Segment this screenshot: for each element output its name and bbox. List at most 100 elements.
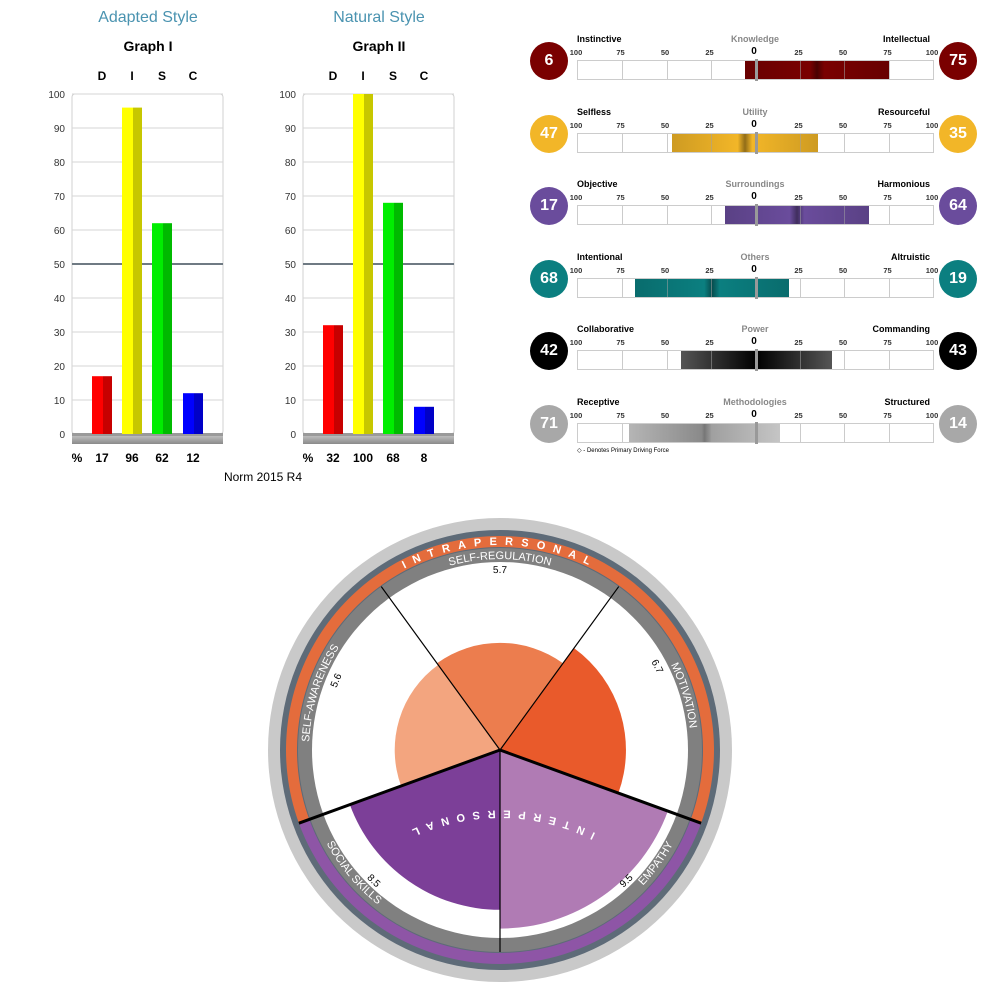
scale-tick-label: 25 (794, 48, 803, 57)
right-label: Altruistic (890, 251, 930, 262)
y-tick-label: 100 (48, 90, 65, 101)
right-label: Structured (884, 397, 930, 407)
scale-tick-label: 25 (705, 48, 714, 57)
scale-tick-label: 75 (616, 338, 625, 348)
bar-side (394, 202, 403, 434)
scale-tick-label: 100 (569, 193, 583, 203)
scale-tick-label: 75 (883, 338, 892, 348)
scale-tick-label: 0 (751, 409, 757, 420)
category-label: C (420, 69, 429, 83)
bar-c (183, 393, 194, 434)
bar-gridline (666, 133, 668, 152)
scale-tick-label: 50 (660, 48, 670, 57)
center-label: Knowledge (730, 34, 780, 44)
segment-divider (380, 586, 501, 751)
bar-s (383, 202, 394, 434)
right-score: 35 (949, 124, 967, 142)
scale-tick-label: 100 (925, 193, 939, 203)
segment-self-awareness (394, 664, 500, 787)
chart-base (303, 434, 454, 444)
scale-tick-label: 75 (883, 48, 892, 57)
y-tick-label: 40 (285, 294, 297, 305)
scale-tick-label: 100 (925, 265, 939, 275)
score-bar (577, 59, 934, 81)
y-tick-label: 40 (54, 294, 66, 305)
segment-divider (499, 586, 620, 751)
scale-tick-label: 0 (751, 336, 757, 348)
category-label: S (389, 69, 397, 83)
y-tick-label: 10 (285, 396, 297, 407)
scale-tick-label: 100 (569, 120, 583, 130)
zero-line (754, 276, 758, 299)
bar-gridline (622, 61, 624, 79)
norm-label: Norm 2015 R4 (224, 470, 302, 484)
y-tick-label: 70 (285, 192, 297, 203)
category-label: S (158, 69, 166, 83)
driver-row-methodologies: ◆71 14 Receptive Methodologies Structure… (525, 391, 985, 449)
scale-tick-label: 50 (660, 411, 670, 420)
right-label: Resourceful (877, 106, 930, 117)
category-label: D (98, 69, 107, 83)
zero-line (754, 349, 758, 372)
bar-gridline (711, 206, 713, 225)
right-label: Harmonious (877, 179, 930, 190)
score-fill (725, 206, 870, 225)
scale-tick-label: 100 (569, 338, 583, 348)
scale-tick-label: 50 (660, 120, 670, 130)
category-label: C (189, 69, 198, 83)
bar-side (425, 406, 434, 434)
left-score-circle: 6 (530, 42, 568, 80)
bar-gridline (711, 61, 713, 79)
center-label: Others (740, 251, 770, 262)
y-tick-label: 90 (54, 124, 66, 135)
scale-tick-label: 25 (705, 120, 714, 130)
y-tick-label: 80 (285, 158, 297, 169)
bar-gridline (711, 424, 713, 442)
percent-label: % (303, 451, 314, 465)
segment-self-regulation (437, 642, 563, 750)
y-tick-label: 60 (54, 226, 66, 237)
scale-tick-label: 100 (925, 48, 939, 57)
scale-tick-label: 25 (705, 411, 714, 420)
bar-gridline (888, 133, 890, 152)
left-score: 68 (540, 269, 558, 287)
style-title: Adapted Style (98, 9, 198, 26)
group-divider (499, 748, 702, 825)
right-label: Commanding (872, 324, 931, 335)
primary-diamond-icon: ◆ (545, 248, 553, 258)
bar-gridline (888, 278, 890, 297)
bar-gridline (799, 133, 801, 152)
bar-gridline (622, 206, 624, 225)
right-score: 43 (949, 342, 967, 360)
segment-empathy (500, 750, 668, 929)
scale-tick-label: 25 (705, 265, 714, 275)
bar-gridline (888, 424, 890, 442)
y-tick-label: 50 (54, 260, 66, 271)
bar-side (194, 393, 203, 434)
right-score: 64 (949, 197, 967, 215)
scale-tick-label: 25 (794, 411, 803, 420)
right-score: 75 (949, 52, 967, 69)
left-score: 47 (540, 124, 558, 142)
left-score-circle: 17 (530, 187, 568, 226)
center-label: Methodologies (723, 397, 787, 407)
bar-gridline (711, 278, 713, 297)
left-score-circle: 42 (530, 332, 568, 371)
scale-tick-label: 50 (660, 265, 670, 275)
right-score: 14 (949, 415, 967, 432)
y-tick-label: 20 (54, 362, 66, 373)
scale-tick-label: 100 (925, 338, 939, 348)
graph-title: Graph I (123, 38, 172, 54)
right-score-circle: 35 (939, 114, 977, 153)
zero-line (754, 59, 758, 81)
bar-gridline (844, 133, 846, 152)
bar-i (353, 94, 364, 434)
graph-title: Graph II (353, 38, 406, 54)
scale-tick-label: 100 (925, 411, 939, 420)
right-score-circle: 19 (939, 259, 977, 298)
y-tick-label: 90 (285, 124, 297, 135)
scale-tick-label: 75 (883, 193, 892, 203)
